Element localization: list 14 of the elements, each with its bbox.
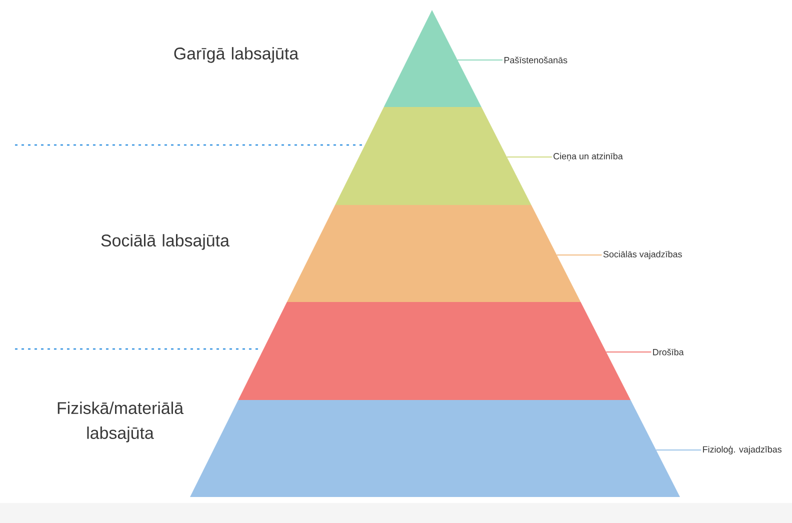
layer-label: Sociālās vajadzības bbox=[603, 250, 682, 260]
layer-label: Pašīstenošanās bbox=[504, 56, 568, 64]
pyramid-layer bbox=[286, 205, 581, 302]
layer-label: Fizioloģ. vajadzības bbox=[703, 446, 782, 454]
leader-line bbox=[556, 254, 602, 256]
pyramid-layer bbox=[238, 302, 631, 400]
group-label: Sociālā labsajūta bbox=[101, 234, 230, 250]
group-label: Garīgā labsajūta bbox=[174, 47, 299, 63]
pyramid-layer bbox=[335, 107, 532, 205]
pyramid-tip bbox=[384, 10, 482, 107]
pyramid-layer bbox=[190, 400, 680, 497]
leader-line bbox=[506, 156, 552, 158]
layer-label: Drošība bbox=[653, 348, 684, 356]
layer-label: Cieņa un atzinība bbox=[554, 152, 623, 162]
